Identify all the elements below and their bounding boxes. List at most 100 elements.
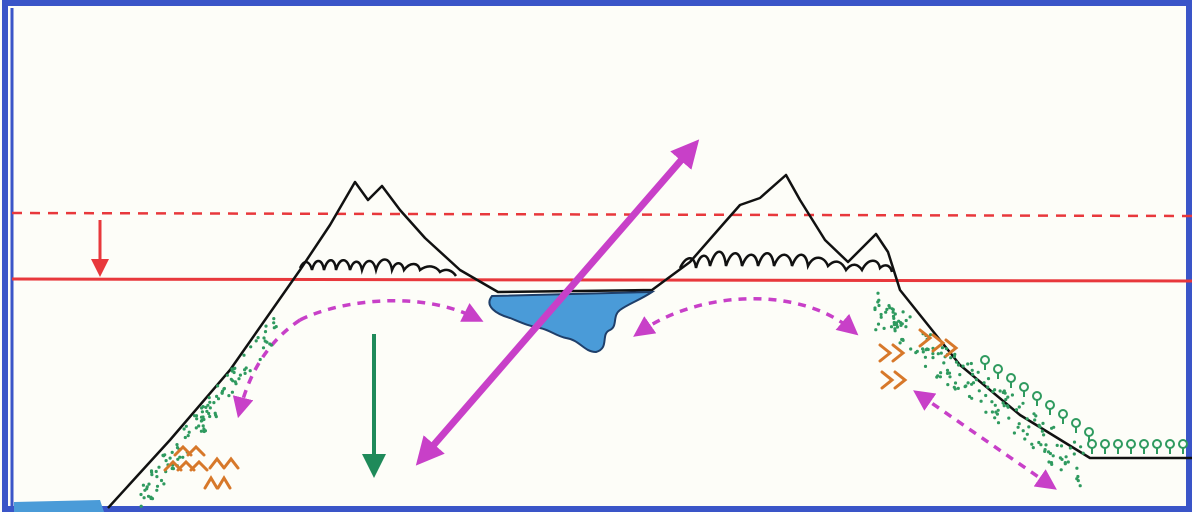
vegetation-dot [1025,417,1029,421]
vegetation-dot [150,473,154,477]
vegetation-dot [216,397,221,401]
vegetation-dot [956,386,960,390]
vegetation-dot [170,450,174,454]
tree-icon [980,355,990,370]
vegetation-dot [143,488,147,492]
vegetation-dot [936,352,940,356]
vegetation-dot [890,307,894,311]
vegetation-dot [201,424,205,428]
vegetation-dot [956,363,961,367]
vegetation-dot [1039,443,1043,447]
vegetation-dot [1034,414,1038,418]
vegetation-dot [207,396,211,400]
vegetation-dot [898,341,902,345]
vegetation-dot [222,387,226,391]
vegetation-dot [263,339,267,343]
vegetation-dot [183,435,187,440]
vegetation-dot [895,323,899,327]
vegetation-dot [262,336,266,340]
vegetation-dot [944,347,949,351]
vegetation-dot [986,385,990,389]
vegetation-dot [1006,405,1010,409]
vegetation-dot [1041,421,1045,425]
vegetation-dot [1025,432,1029,436]
vegetation-dot [243,371,247,375]
vegetation-dot [971,372,975,376]
vegetation-dot [272,326,276,330]
tree-icon [1032,391,1042,406]
vegetation-dot [1017,405,1021,409]
vegetation-dot [146,494,151,498]
vegetation-dot [1002,404,1006,408]
vegetation-dot [145,485,149,489]
vegetation-dot [1079,445,1083,449]
vegetation-dot [874,328,878,332]
vegetation-dot [1066,460,1070,464]
vegetation-dot [164,459,168,463]
vegetation-dot [186,434,190,438]
vegetation-dot [939,371,943,375]
vegetation-dot [969,361,973,366]
vegetation-dot [994,410,998,414]
tree-icon [1058,409,1068,424]
moraine-marks-right [878,328,959,390]
vegetation-dot [141,483,145,487]
tree-row [980,355,1188,454]
vegetation-dot [953,381,958,385]
vegetation-dot [929,333,933,337]
vegetation-dot [272,317,276,321]
vegetation-dot [1001,390,1005,395]
vegetation-dot [1001,401,1005,405]
vegetation-dot [923,364,928,368]
vegetation-dot [175,443,179,447]
vegetation-dot [904,325,908,329]
vegetation-dot [1017,422,1021,426]
vegetation-dot [970,396,974,400]
vegetation-dot [990,400,994,404]
vegetation-dot [1010,393,1015,397]
vegetation-dot [1021,401,1025,405]
vegetation-dot [159,478,164,483]
tree-icon [1165,439,1175,454]
vegetation-dot [996,408,1000,412]
vegetation-dot [935,375,939,379]
vegetation-dot [238,373,242,377]
tree-icon [1113,439,1123,454]
vegetation-dot [220,391,224,395]
vegetation-dot [908,315,912,319]
tree-icon [1100,439,1110,454]
vegetation-dot [229,377,233,381]
vegetation-dot [954,360,959,364]
vegetation-dot [162,482,166,486]
vegetation-dot [193,414,197,418]
tree-icon [1178,439,1188,454]
vegetation-dot [1032,412,1036,416]
vegetation-dot [966,381,970,385]
vegetation-dot [931,352,935,356]
vegetation-dot [884,310,888,314]
vegetation-dot [272,321,276,325]
vegetation-dot [187,430,191,434]
vegetation-dot [887,304,891,308]
vegetation-dot [967,394,972,399]
vegetation-dot [208,406,212,410]
vegetation-dot [949,356,953,360]
vegetation-dots [139,291,1085,508]
water-patch [14,500,104,512]
vegetation-dot [963,385,967,389]
vegetation-dot [990,410,995,414]
vegetation-dot [227,394,231,398]
vegetation-dot [993,403,997,407]
vegetation-dot [200,406,204,410]
vegetation-dot [202,417,206,422]
vegetation-dot [879,312,883,317]
vegetation-dot [901,310,905,314]
vegetation-dot [1064,455,1068,459]
tree-icon [1152,439,1162,454]
vegetation-dot [212,401,216,405]
vegetation-dot [958,373,962,377]
vegetation-dot [982,381,986,385]
vegetation-dot [1004,397,1008,402]
vegetation-dot [168,456,172,460]
